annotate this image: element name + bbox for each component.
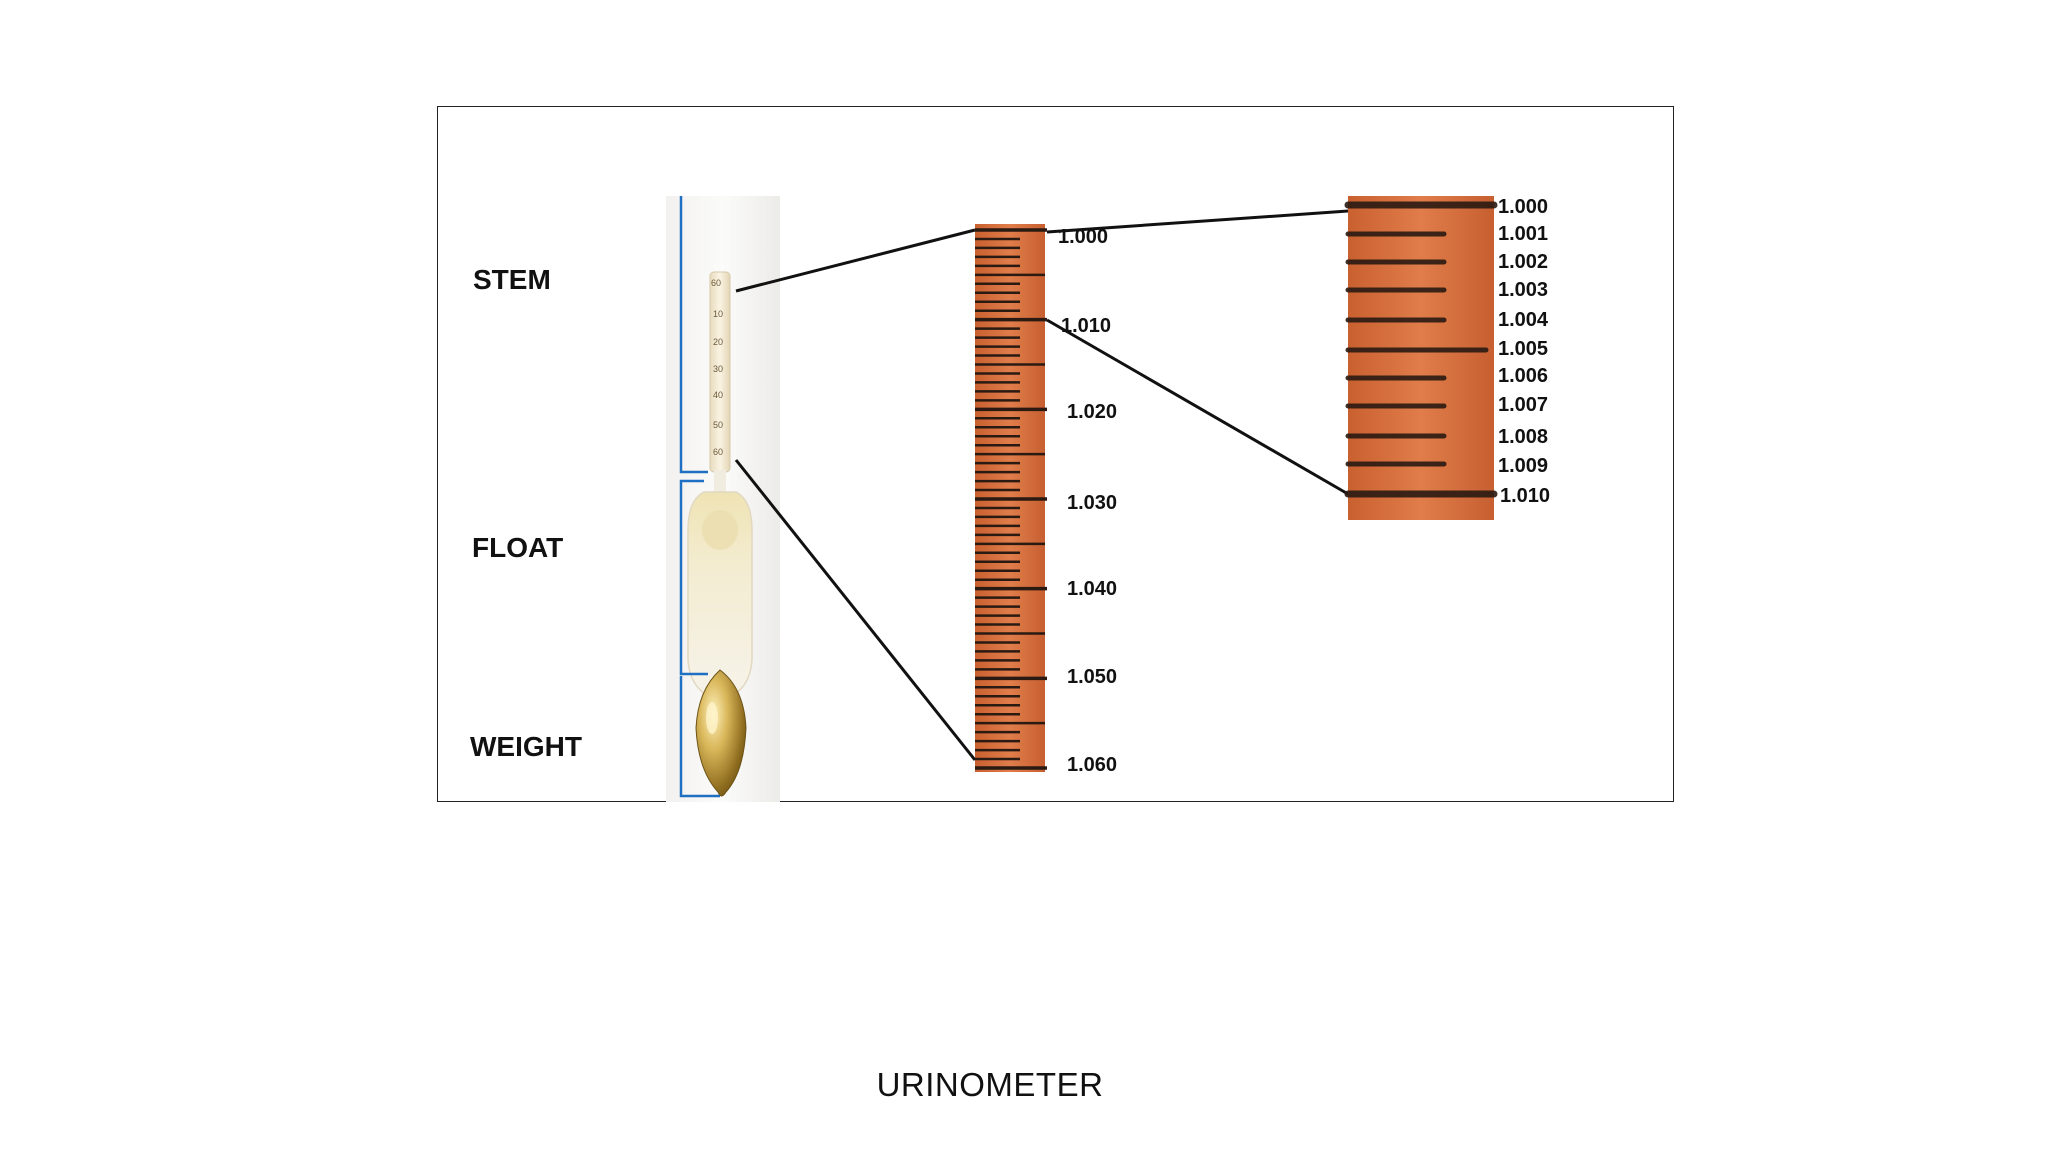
zoom-scale-label: 1.000 <box>1498 196 1548 218</box>
zoom-scale-label: 1.009 <box>1498 455 1548 477</box>
zoom-scale-label: 1.005 <box>1498 338 1548 360</box>
stem-scale-marks: 60 10 20 30 40 50 60 <box>711 278 723 457</box>
stem-mark: 30 <box>713 364 723 374</box>
urinometer-photo <box>666 196 780 802</box>
zoom-scale-label: 1.002 <box>1498 251 1548 273</box>
leader-line-bottom <box>734 459 977 761</box>
stem-mark: 10 <box>713 309 723 319</box>
main-scale: 1.000 1.010 1.020 1.030 1.040 1.050 1.06… <box>975 224 1117 776</box>
stem-label: STEM <box>473 264 551 295</box>
stem-bracket <box>679 196 708 474</box>
zoom-scale-label: 1.007 <box>1498 394 1548 416</box>
weight-bracket <box>679 676 720 798</box>
zoom-scale-label: 1.001 <box>1498 223 1548 245</box>
stem-mark: 60 <box>711 278 721 288</box>
weight-label: WEIGHT <box>470 731 582 762</box>
stem-mark: 20 <box>713 337 723 347</box>
stem-mark: 50 <box>713 420 723 430</box>
main-scale-label: 1.010 <box>1061 315 1111 337</box>
zoom-scale-label: 1.008 <box>1498 426 1548 448</box>
main-scale-label: 1.050 <box>1067 666 1117 688</box>
zoom-scale: 1.000 1.001 1.002 1.003 1.004 1.005 1.00… <box>1344 196 1550 520</box>
float-bracket <box>679 479 708 676</box>
zoom-leader-bottom <box>1046 318 1349 496</box>
main-scale-label: 1.030 <box>1067 492 1117 514</box>
leader-line-top <box>735 228 976 293</box>
zoom-scale-label: 1.004 <box>1498 309 1549 331</box>
zoom-scale-label: 1.010 <box>1500 485 1550 507</box>
zoom-scale-label: 1.006 <box>1498 365 1548 387</box>
stem-mark: 60 <box>713 447 723 457</box>
main-scale-label: 1.040 <box>1067 578 1117 600</box>
main-scale-label: 1.020 <box>1067 401 1117 423</box>
stem-mark: 40 <box>713 390 723 400</box>
main-scale-label: 1.060 <box>1067 754 1117 776</box>
zoom-leader-top <box>1046 209 1349 234</box>
zoom-scale-label: 1.003 <box>1498 279 1548 301</box>
float-label: FLOAT <box>472 532 563 563</box>
figure-caption: URINOMETER <box>876 1066 1104 1103</box>
